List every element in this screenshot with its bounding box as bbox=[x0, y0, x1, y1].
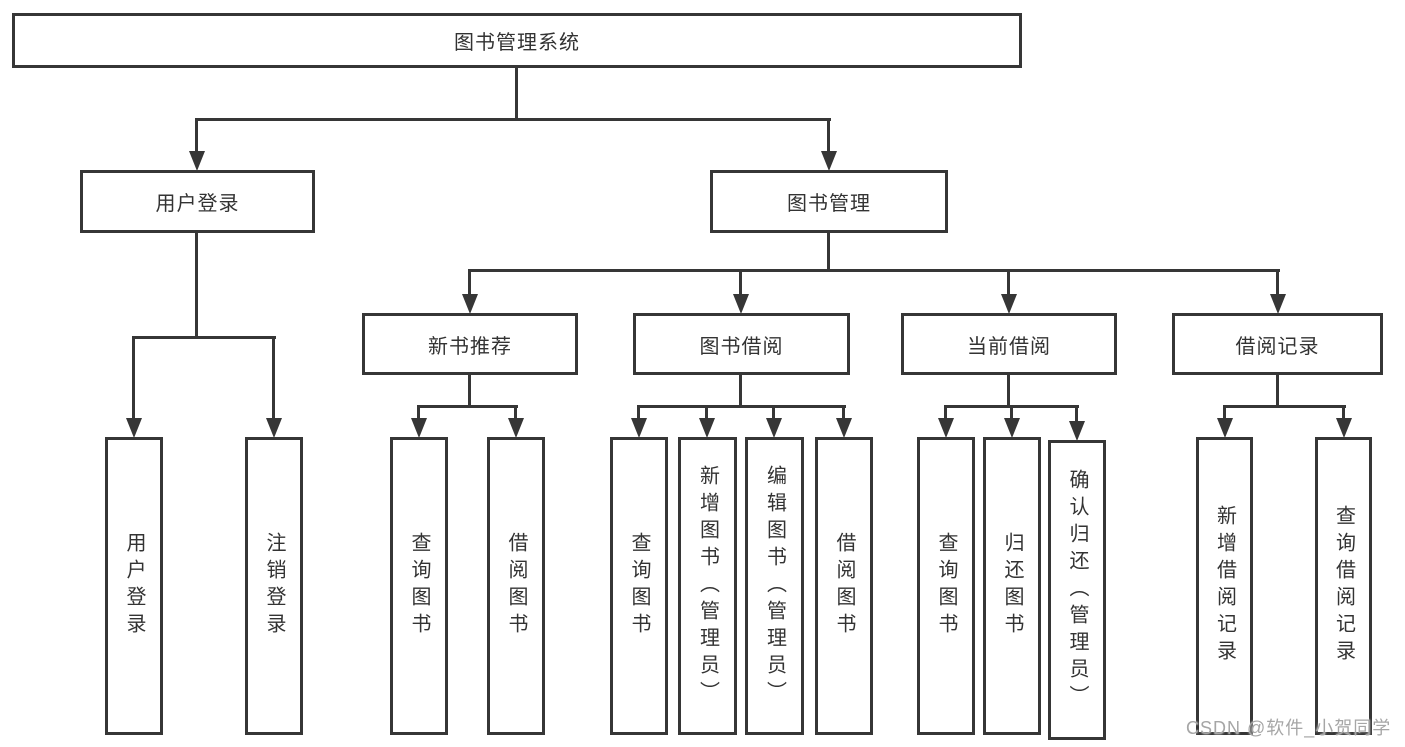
arrow-down-icon bbox=[189, 151, 205, 171]
connector-line bbox=[637, 405, 640, 423]
leaf-current-return-books: 归还图书 bbox=[983, 437, 1041, 735]
csdn-watermark: CSDN @软件_小贺同学 bbox=[1186, 718, 1392, 738]
arrow-down-icon bbox=[733, 294, 749, 314]
connector-line bbox=[637, 405, 846, 408]
leaf-borrowing-edit-books-admin-label: 编辑图书（管理员） bbox=[763, 464, 786, 708]
leaf-logout-label: 注销登录 bbox=[263, 532, 285, 640]
leaf-newbook-borrow-books-label: 借阅图书 bbox=[505, 532, 527, 640]
arrow-down-icon bbox=[1217, 418, 1233, 438]
connector-line bbox=[195, 118, 198, 156]
leaf-current-confirm-return-admin: 确认归还（管理员） bbox=[1048, 440, 1106, 740]
node-borrowing-records: 借阅记录 bbox=[1172, 313, 1383, 375]
connector-line bbox=[1223, 405, 1346, 408]
arrow-down-icon bbox=[766, 418, 782, 438]
arrow-down-icon bbox=[126, 418, 142, 438]
leaf-logout: 注销登录 bbox=[245, 437, 303, 735]
leaf-newbook-query-books-label: 查询图书 bbox=[408, 532, 430, 640]
connector-line bbox=[772, 405, 775, 423]
connector-line bbox=[1276, 373, 1279, 408]
leaf-user-login: 用户登录 bbox=[105, 437, 163, 735]
node-user-login: 用户登录 bbox=[80, 170, 315, 233]
connector-line bbox=[739, 373, 742, 408]
node-user-login-label: 用户登录 bbox=[155, 193, 240, 215]
node-book-management-label: 图书管理 bbox=[787, 193, 871, 215]
arrow-down-icon bbox=[411, 418, 427, 438]
leaf-newbook-query-books: 查询图书 bbox=[390, 437, 448, 735]
arrow-down-icon bbox=[266, 418, 282, 438]
connector-line bbox=[827, 118, 830, 156]
arrow-down-icon bbox=[508, 418, 524, 438]
node-book-borrowing-label: 图书借阅 bbox=[699, 335, 784, 358]
leaf-borrowing-borrow-books: 借阅图书 bbox=[815, 437, 873, 735]
connector-line bbox=[514, 405, 517, 423]
connector-line bbox=[195, 231, 198, 339]
leaf-user-login-label: 用户登录 bbox=[123, 532, 145, 640]
connector-line bbox=[827, 231, 830, 272]
leaf-borrowing-query-books: 查询图书 bbox=[610, 437, 668, 735]
connector-line bbox=[944, 405, 947, 423]
connector-line bbox=[1223, 405, 1226, 423]
leaf-records-query-record-label: 查询借阅记录 bbox=[1332, 505, 1355, 667]
connector-line bbox=[468, 269, 1280, 272]
connector-line bbox=[739, 269, 742, 299]
arrow-down-icon bbox=[1001, 294, 1017, 314]
node-book-management: 图书管理 bbox=[710, 170, 948, 233]
leaf-borrowing-add-books-admin-label: 新增图书（管理员） bbox=[696, 464, 719, 708]
arrow-down-icon bbox=[1270, 294, 1286, 314]
node-new-book-recommend: 新书推荐 bbox=[362, 313, 578, 375]
node-root-label: 图书管理系统 bbox=[454, 32, 580, 54]
connector-line bbox=[1342, 405, 1345, 423]
connector-line bbox=[468, 373, 471, 408]
connector-line bbox=[195, 118, 831, 121]
node-new-book-recommend-label: 新书推荐 bbox=[428, 335, 512, 358]
node-root: 图书管理系统 bbox=[12, 13, 1022, 68]
connector-line bbox=[417, 405, 420, 423]
connector-line bbox=[842, 405, 845, 423]
leaf-borrowing-add-books-admin: 新增图书（管理员） bbox=[678, 437, 737, 735]
leaf-records-query-record: 查询借阅记录 bbox=[1315, 437, 1372, 735]
connector-line bbox=[1007, 269, 1010, 299]
leaf-current-query-books-label: 查询图书 bbox=[935, 532, 957, 640]
connector-line bbox=[1276, 269, 1279, 299]
connector-line bbox=[1075, 405, 1078, 423]
leaf-current-return-books-label: 归还图书 bbox=[1001, 532, 1023, 640]
connector-line bbox=[705, 405, 708, 423]
connector-line bbox=[272, 336, 275, 423]
arrow-down-icon bbox=[699, 418, 715, 438]
leaf-records-add-record: 新增借阅记录 bbox=[1196, 437, 1253, 735]
leaf-borrowing-edit-books-admin: 编辑图书（管理员） bbox=[745, 437, 804, 735]
connector-line bbox=[417, 405, 518, 408]
arrow-down-icon bbox=[631, 418, 647, 438]
connector-line bbox=[132, 336, 276, 339]
connector-line bbox=[515, 66, 518, 120]
leaf-records-add-record-label: 新增借阅记录 bbox=[1213, 505, 1236, 667]
node-book-borrowing: 图书借阅 bbox=[633, 313, 850, 375]
connector-line bbox=[132, 336, 135, 423]
arrow-down-icon bbox=[836, 418, 852, 438]
leaf-current-confirm-return-admin-label: 确认归还（管理员） bbox=[1066, 468, 1088, 712]
leaf-borrowing-query-books-label: 查询图书 bbox=[628, 532, 650, 640]
leaf-newbook-borrow-books: 借阅图书 bbox=[487, 437, 545, 735]
arrow-down-icon bbox=[1069, 421, 1085, 441]
node-current-borrowing-label: 当前借阅 bbox=[967, 335, 1051, 358]
connector-line bbox=[1007, 373, 1010, 408]
leaf-current-query-books: 查询图书 bbox=[917, 437, 975, 735]
node-current-borrowing: 当前借阅 bbox=[901, 313, 1117, 375]
arrow-down-icon bbox=[938, 418, 954, 438]
connector-line bbox=[1010, 405, 1013, 423]
arrow-down-icon bbox=[1336, 418, 1352, 438]
arrow-down-icon bbox=[821, 151, 837, 171]
connector-line bbox=[468, 269, 471, 299]
arrow-down-icon bbox=[1004, 418, 1020, 438]
node-borrowing-records-label: 借阅记录 bbox=[1235, 335, 1320, 358]
leaf-borrowing-borrow-books-label: 借阅图书 bbox=[833, 532, 855, 640]
arrow-down-icon bbox=[462, 294, 478, 314]
